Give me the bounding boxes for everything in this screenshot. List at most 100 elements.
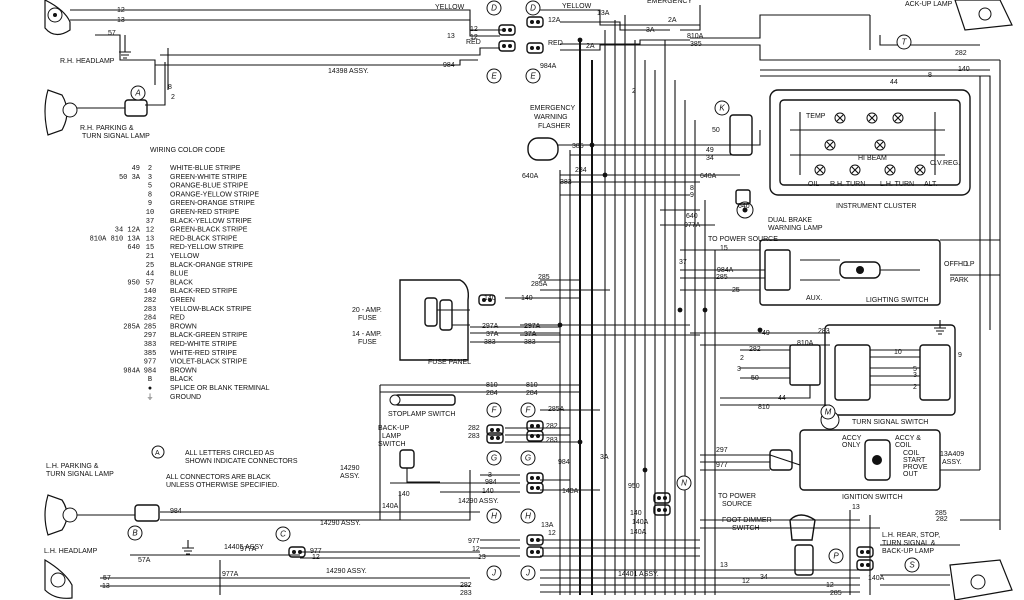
emergency-flasher bbox=[527, 137, 575, 161]
foot-dimmer-label-1: FOOT DIMMER bbox=[722, 517, 772, 524]
wire-number-label: 385 bbox=[572, 143, 584, 150]
accy-label-3: COIL bbox=[895, 442, 911, 449]
turn-signal-switch-label: TURN SIGNAL SWITCH bbox=[852, 419, 928, 426]
connector-pin-pair bbox=[526, 534, 544, 546]
legend-color: BLUE bbox=[170, 271, 189, 278]
wire-number-label: 284 bbox=[486, 390, 498, 397]
dual-brake-lamp bbox=[736, 201, 754, 219]
assy-13a409-2: ASSY. bbox=[942, 459, 962, 466]
legend-row: ●SPLICE OR BLANK TERMINAL bbox=[148, 385, 270, 393]
wire-number-label: 13 bbox=[447, 33, 455, 40]
wire-number-label: 383 bbox=[560, 179, 572, 186]
rh-parking-label-2: TURN SIGNAL LAMP bbox=[82, 133, 150, 140]
lh-parking-label-2: TURN SIGNAL LAMP bbox=[46, 471, 114, 478]
wire-number-label: 13 bbox=[852, 504, 860, 511]
connector-pin-pair bbox=[856, 559, 874, 571]
cluster-bulb bbox=[914, 164, 926, 176]
wire-number-label: 25 bbox=[732, 287, 740, 294]
note-connectors-2: UNLESS OTHERWISE SPECIFIED. bbox=[166, 482, 279, 489]
fuse-panel-label: FUSE PANEL bbox=[428, 359, 471, 366]
wire-number-label: 37A bbox=[486, 331, 499, 338]
ground-symbols bbox=[119, 35, 946, 555]
legend-code: 37 bbox=[146, 218, 154, 226]
wire-number-label: 34 bbox=[706, 155, 714, 162]
wire-number-label: 9 bbox=[958, 352, 962, 359]
instrument-cluster bbox=[769, 89, 971, 196]
lh-parking-lamp bbox=[44, 494, 160, 536]
wire-number-label: 285 bbox=[830, 590, 842, 597]
fuse20-label-2: FUSE bbox=[358, 315, 377, 322]
wire-number-label: 984 bbox=[443, 62, 455, 69]
connector-letter-d: D bbox=[525, 0, 541, 16]
wire-number-label: 2 bbox=[171, 94, 175, 101]
wire-number-label: 140A bbox=[630, 529, 647, 536]
legend-code: 12 bbox=[146, 227, 154, 235]
wire-number-label: 12 bbox=[117, 7, 125, 14]
legend-alt-code: 49 bbox=[132, 165, 140, 173]
wire-number-label: 140A bbox=[632, 519, 649, 526]
legend-color: BLACK-ORANGE STRIPE bbox=[170, 262, 253, 269]
cluster-alt: ALT. bbox=[924, 181, 938, 188]
fuse-panel bbox=[399, 279, 470, 361]
connector-pin-pair bbox=[653, 492, 671, 504]
wire-number-label: 282 bbox=[468, 425, 480, 432]
svg-text:C: C bbox=[280, 530, 286, 539]
wire-number-label: 283 bbox=[818, 328, 830, 335]
svg-text:M: M bbox=[825, 408, 832, 417]
power-source-label: TO POWER SOURCE bbox=[708, 236, 778, 243]
wire-number-label: 297A bbox=[482, 323, 499, 330]
wire-number-label: 50 bbox=[751, 375, 759, 382]
wire-number-label: 3A bbox=[646, 27, 655, 34]
note-connectors-1: ALL CONNECTORS ARE BLACK bbox=[166, 474, 271, 481]
lh-parking-label: L.H. PARKING & bbox=[46, 463, 99, 470]
svg-text:F: F bbox=[492, 406, 498, 415]
wire-number-label: 37 bbox=[679, 259, 687, 266]
wire-number-label: 57A bbox=[138, 557, 151, 564]
assy-14290-top: 14290 ASSY. bbox=[458, 498, 499, 505]
wire-number-label: 810 bbox=[758, 404, 770, 411]
svg-text:H: H bbox=[525, 512, 531, 521]
connector-pins bbox=[288, 16, 874, 571]
wire-number-label: 140A bbox=[562, 488, 579, 495]
legend-code: 57 bbox=[146, 279, 154, 287]
switch-hd: HD bbox=[958, 261, 968, 268]
assy-14290-left-1: 14290 bbox=[340, 465, 360, 472]
lighting-switch bbox=[759, 239, 941, 306]
wire-number-label: 977A bbox=[684, 222, 701, 229]
lh-headlamp-label: L.H. HEADLAMP bbox=[44, 548, 98, 555]
rh-parking-lamp bbox=[44, 89, 148, 136]
foot-dimmer-switch bbox=[789, 514, 816, 576]
legend-code: 15 bbox=[146, 244, 154, 252]
wire-number-label: 984A bbox=[540, 63, 557, 70]
wire-number-label: 977 bbox=[468, 538, 480, 545]
wire-number-label: 12 bbox=[470, 34, 478, 41]
backup-lamp-top bbox=[954, 0, 1013, 31]
accy-label-5: START bbox=[903, 457, 926, 464]
legend-color: BLACK bbox=[170, 279, 193, 286]
svg-text:T: T bbox=[902, 38, 908, 47]
legend-color: GREEN-ORANGE STRIPE bbox=[170, 200, 255, 207]
wire-number-label: 140 bbox=[630, 510, 642, 517]
wire-number-label: 15 bbox=[720, 245, 728, 252]
legend-alt-code: 984A bbox=[123, 367, 141, 375]
legend-color: GROUND bbox=[170, 394, 201, 401]
wire-number-label: 285A bbox=[548, 406, 565, 413]
wire-number-label: 282 bbox=[546, 423, 558, 430]
switch-lp: LP bbox=[966, 261, 975, 268]
lh-rear-label-2: TURN SIGNAL & bbox=[882, 540, 936, 547]
wire-number-label: 12A bbox=[548, 17, 561, 24]
wire-number-label: 2A bbox=[586, 43, 595, 50]
wire-number-label: 977A bbox=[240, 546, 257, 553]
wire-number-label: 984A bbox=[717, 267, 734, 274]
connector-pin-pair bbox=[486, 432, 504, 444]
svg-text:E: E bbox=[491, 72, 497, 81]
connector-letter-g: G bbox=[486, 450, 502, 466]
